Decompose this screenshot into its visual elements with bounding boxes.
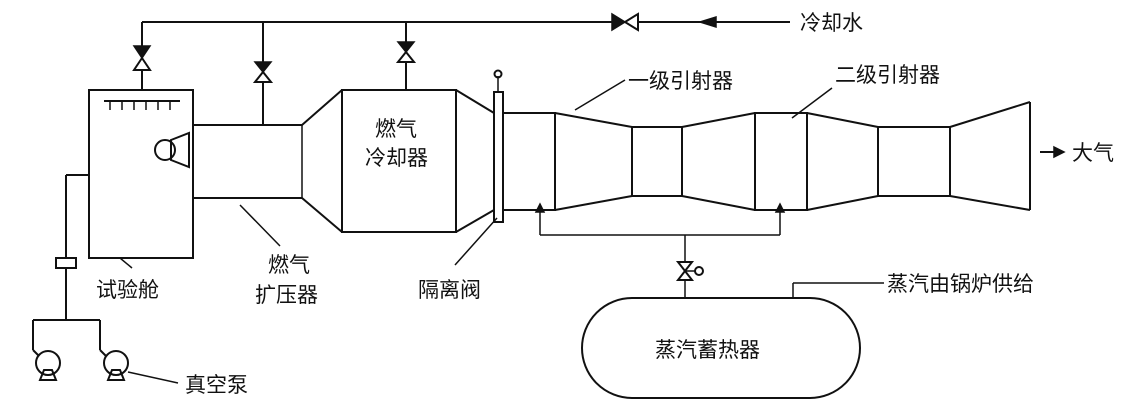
leader-lines	[119, 79, 833, 384]
isolation-valve-label: 隔离阀	[418, 278, 481, 302]
test-cabin	[88, 89, 194, 259]
isolation-valve-symbol	[493, 69, 504, 223]
boiler-steam-inlet	[792, 282, 884, 298]
steam-control-valve-icon	[675, 261, 704, 281]
engine-icon	[154, 131, 190, 169]
cabin-water-valve-icon	[132, 45, 152, 71]
vacuum-pump-icon-2	[99, 349, 129, 381]
test-cabin-label: 试验舱	[96, 278, 159, 302]
atmosphere-label: 大气	[1072, 141, 1114, 165]
exhaust-arrow-icon	[1040, 145, 1066, 159]
steam-from-boiler-label: 蒸汽由锅炉供给	[887, 272, 1034, 296]
stage1-ejector-label: 一级引射器	[628, 69, 733, 93]
gas-diffuser	[193, 89, 343, 233]
main-water-valve-icon	[611, 12, 639, 32]
steam-accumulator	[581, 297, 861, 399]
vacuum-pump-label: 真空泵	[185, 373, 248, 397]
gas-cooler-label-line1: 燃气	[375, 117, 417, 141]
cooling-water-label: 冷却水	[800, 11, 863, 35]
gas-diffuser-label-line2: 扩压器	[255, 283, 318, 307]
diffuser-water-valve-icon	[252, 61, 274, 83]
steam-arrow-up-icon-right	[774, 202, 786, 213]
stage1-ejector	[502, 112, 756, 211]
vacuum-pump-icon-1	[32, 349, 61, 381]
steam-arrow-up-icon-left	[534, 202, 546, 213]
gas-cooler	[341, 89, 495, 233]
cooler-water-valve-icon	[395, 41, 417, 63]
gas-cooler-label-line2: 冷却器	[365, 146, 428, 170]
stage2-ejector	[754, 101, 1031, 211]
steam-accumulator-label: 蒸汽蓄热器	[655, 338, 760, 362]
cooling-water-inlet-arrow-icon	[697, 15, 736, 29]
vacuum-lines	[32, 174, 101, 350]
stage2-ejector-label: 二级引射器	[835, 63, 940, 87]
gas-diffuser-label-line1: 燃气	[268, 253, 310, 277]
steam-supply-lines	[539, 210, 781, 298]
